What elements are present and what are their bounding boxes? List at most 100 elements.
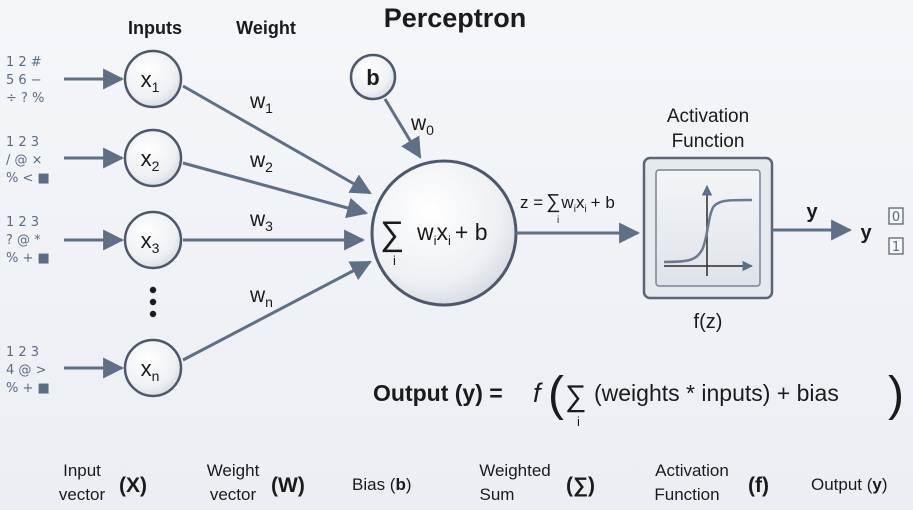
input-grid-2-row-3: % < ■	[6, 171, 50, 186]
input-node-1-sub: 1	[152, 79, 160, 95]
input-grid-1-row-3: ÷ ? %	[6, 91, 44, 106]
inputs-header: Inputs	[128, 18, 182, 38]
input-grid-2-row-1: 1 2 3	[6, 135, 39, 150]
input-node-2-sub: 2	[152, 158, 160, 174]
activation-box	[642, 156, 774, 300]
input-node-n: xn	[123, 338, 183, 398]
input-grid-2-row-2: / @ ×	[6, 153, 43, 168]
output-formula-open-paren: (	[548, 368, 564, 421]
output-formula-close-paren: )	[888, 368, 904, 421]
legend-output: Output (y)	[811, 475, 888, 494]
legend-activation-function: Activation Function (f)	[654, 461, 769, 504]
input-grid-2: 1 2 3 / @ × % < ■	[6, 135, 50, 186]
z-formula: z =∑wixi+ b	[520, 191, 615, 215]
z-index: i	[557, 215, 559, 226]
weight-label-3: w3	[249, 208, 273, 234]
input-grid-4: 1 2 3 4 @ > % + ■	[6, 345, 50, 396]
legend-bias-close: )	[406, 475, 412, 494]
ellipsis-dots	[149, 286, 157, 318]
weight-header: Weight	[236, 18, 296, 38]
z-sigma: ∑	[546, 191, 560, 213]
weight-label-2-sub: 2	[265, 159, 273, 175]
weight-label-1-base: w	[249, 90, 266, 113]
z-rhs: + b	[591, 193, 615, 212]
legend-bias: Bias (b)	[352, 475, 412, 494]
activation-title-2: Function	[672, 131, 745, 152]
weight-label-3-sub: 3	[265, 218, 273, 234]
input-grid-3-row-1: 1 2 3	[6, 215, 39, 230]
legend-sum-line1: Weighted	[479, 461, 551, 480]
input-node-1-base: x	[141, 67, 152, 92]
svg-text:x2: x2	[141, 146, 160, 174]
legend-weighted-sum: Weighted Sum (∑)	[479, 461, 595, 504]
weight-label-n-base: w	[249, 284, 266, 307]
weight-label-1: w1	[249, 90, 273, 116]
bias-weight-base: w	[410, 112, 427, 135]
sigmoid-curve	[663, 198, 753, 264]
z-w-sub: i	[574, 204, 576, 215]
diagram-title: Perceptron	[384, 3, 527, 33]
weight-label-n-sub: n	[265, 294, 273, 310]
legend-activation-line1: Activation	[655, 461, 729, 480]
legend-bias-bold: b	[395, 475, 405, 494]
weight-label-3-base: w	[249, 208, 266, 231]
input-grid-1-row-1: 1 2 #	[6, 55, 42, 70]
input-grid-3-row-3: % + ■	[6, 251, 50, 266]
weight-label-n: wn	[249, 284, 273, 310]
input-node-3: x3	[123, 210, 183, 270]
svg-text:x1: x1	[141, 67, 160, 95]
svg-text:xn: xn	[141, 356, 160, 384]
bias-node-label: b	[366, 65, 379, 90]
input-grid-1: 1 2 # 5 6 − ÷ ? %	[6, 55, 44, 106]
legend-weight-line2: vector	[210, 485, 257, 504]
legend-output-text: Output (	[811, 475, 873, 494]
output-final-label: y	[860, 222, 872, 244]
bias-weight-sub: 0	[426, 122, 434, 138]
weight-2-connection	[182, 161, 369, 219]
activation-fz: f(z)	[694, 311, 723, 333]
legend-activation-symbol: (f)	[748, 474, 769, 497]
output-formula-lhs: Output (y) =	[373, 380, 503, 406]
sum-expression: wixi+ b	[416, 219, 488, 248]
legend-weight-line1: Weight	[207, 461, 260, 480]
output-formula-sigma: ∑	[565, 380, 586, 413]
svg-text:x3: x3	[141, 228, 160, 256]
legend-weight-vector: Weight vector (W)	[207, 461, 305, 504]
input-grid-3: 1 2 3 ? @ * % + ■	[6, 215, 50, 266]
output-formula: Output (y) = f ( ∑ i (weights * inputs) …	[373, 368, 904, 429]
input-node-3-sub: 3	[152, 240, 160, 256]
activation-title-1: Activation	[667, 106, 749, 127]
legend-input-symbol: (X)	[119, 474, 147, 497]
weight-label-2-base: w	[249, 149, 266, 172]
z-w: w	[560, 193, 574, 212]
output-formula-index: i	[577, 414, 580, 429]
weight-label-2: w2	[249, 149, 273, 175]
z-lhs: z =	[520, 193, 543, 212]
sum-x: x	[437, 219, 449, 245]
weight-n-connection	[182, 260, 372, 362]
output-bit-0: 0	[892, 210, 900, 225]
sum-plus-b: + b	[455, 219, 488, 245]
legend-input-vector: Input vector (X)	[59, 461, 147, 504]
sum-w: w	[416, 219, 434, 245]
legend-weight-symbol: (W)	[271, 474, 305, 497]
output-bit-1: 1	[892, 240, 900, 255]
legend-activation-line2: Function	[654, 485, 719, 504]
weight-label-1-sub: 1	[265, 100, 273, 116]
output-formula-f: f	[533, 378, 543, 408]
legend-output-close: )	[882, 475, 888, 494]
input-node-1: x1	[123, 49, 183, 109]
bias-connection	[383, 98, 422, 159]
legend-bias-text: Bias (	[352, 475, 396, 494]
legend-output-bold: y	[872, 475, 882, 494]
legend: Input vector (X) Weight vector (W) Bias …	[59, 461, 888, 504]
input-node-n-sub: n	[152, 368, 160, 384]
input-grid-4-row-2: 4 @ >	[6, 363, 46, 378]
input-node-2: x2	[123, 128, 183, 188]
output-bits: 0 1	[888, 207, 904, 255]
input-node-n-base: x	[141, 356, 152, 381]
z-x-sub: i	[584, 204, 586, 215]
weight-1-connection	[182, 84, 372, 195]
bias-node: b	[349, 53, 397, 101]
